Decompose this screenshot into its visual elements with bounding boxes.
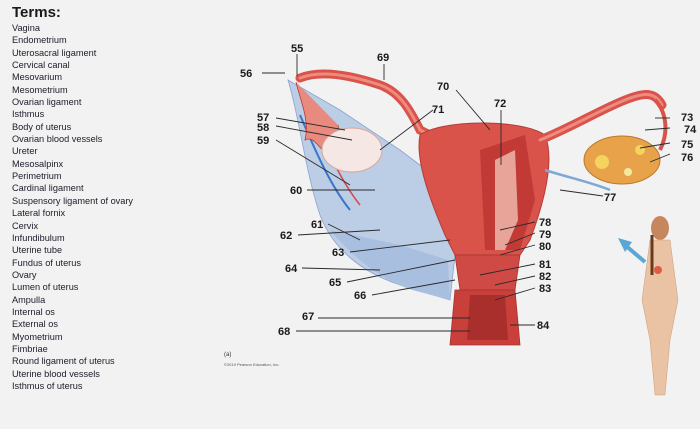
- label-74: 74: [684, 124, 697, 136]
- copyright: ©2019 Pearson Education, Inc.: [224, 362, 279, 367]
- label-61: 61: [311, 219, 323, 231]
- uterine-cavity: [495, 150, 518, 250]
- label-66: 66: [354, 290, 366, 302]
- term-item: External os: [12, 319, 58, 330]
- term-item: Fimbriae: [12, 343, 48, 354]
- term-item: Suspensory ligament of ovary: [12, 195, 134, 206]
- label-82: 82: [539, 271, 551, 283]
- label-58: 58: [257, 122, 269, 134]
- term-item: Mesosalpinx: [12, 158, 64, 169]
- label-73: 73: [681, 112, 693, 124]
- label-62: 62: [280, 230, 292, 242]
- term-item: Body of uterus: [12, 121, 72, 132]
- term-item: Lateral fornix: [12, 208, 66, 219]
- term-item: Isthmus: [12, 109, 45, 120]
- term-item: Mesometrium: [12, 84, 68, 95]
- pointer-arrow: [623, 243, 647, 264]
- label-57: 57: [257, 112, 269, 124]
- leader-lines: [262, 54, 671, 332]
- label-67: 67: [302, 311, 314, 323]
- term-item: Uterosacral ligament: [12, 47, 97, 58]
- term-item: Round ligament of uterus: [12, 356, 115, 367]
- label-65: 65: [329, 277, 341, 289]
- term-item: Mesovarium: [12, 72, 63, 83]
- label-84: 84: [537, 320, 550, 332]
- label-55: 55: [291, 43, 303, 55]
- label-80: 80: [539, 241, 551, 253]
- cervix: [454, 254, 521, 291]
- term-item: Endometrium: [12, 35, 67, 46]
- label-64: 64: [285, 263, 298, 275]
- panel-label: (a): [224, 352, 231, 358]
- label-76: 76: [681, 152, 693, 164]
- broad-ligament-lower: [330, 230, 450, 300]
- term-item: Cervix: [12, 220, 39, 231]
- terms-title: Terms:: [12, 4, 61, 21]
- ureter-right: [544, 168, 611, 192]
- label-60: 60: [290, 185, 302, 197]
- term-item: Ovarian blood vessels: [12, 134, 103, 145]
- term-item: Ovary: [12, 269, 37, 280]
- label-56: 56: [240, 68, 252, 80]
- label-70: 70: [437, 81, 449, 93]
- term-item: Isthmus of uterus: [12, 380, 83, 391]
- term-item: Cervical canal: [12, 60, 70, 71]
- ovary-left: [321, 127, 383, 173]
- term-item: Ureter: [12, 146, 38, 157]
- term-item: Lumen of uterus: [12, 282, 79, 293]
- term-item: Cardinal ligament: [12, 183, 84, 194]
- term-item: Ovarian ligament: [12, 97, 82, 108]
- term-item: Fundus of uterus: [12, 257, 81, 268]
- label-72: 72: [494, 98, 506, 110]
- term-item: Ampulla: [12, 294, 46, 305]
- term-item: Infundibulum: [12, 232, 65, 243]
- ovarian-blood-vessels: [299, 114, 351, 211]
- term-item: Uterine blood vessels: [12, 368, 100, 379]
- label-69: 69: [377, 52, 389, 64]
- term-item: Uterine tube: [12, 245, 63, 256]
- label-77: 77: [604, 192, 616, 204]
- label-78: 78: [539, 217, 551, 229]
- label-83: 83: [539, 283, 551, 295]
- fimbriae-right: [653, 98, 668, 151]
- label-79: 79: [539, 229, 551, 241]
- label-75: 75: [681, 139, 693, 151]
- term-item: Internal os: [12, 306, 55, 317]
- label-71: 71: [432, 104, 444, 116]
- label-81: 81: [539, 259, 551, 271]
- label-68: 68: [278, 326, 290, 338]
- term-item: Perimetrium: [12, 171, 62, 182]
- label-63: 63: [332, 247, 344, 259]
- term-item: Vagina: [12, 23, 40, 33]
- body-silhouette: [641, 216, 679, 396]
- label-59: 59: [257, 135, 269, 147]
- term-item: Myometrium: [12, 331, 63, 342]
